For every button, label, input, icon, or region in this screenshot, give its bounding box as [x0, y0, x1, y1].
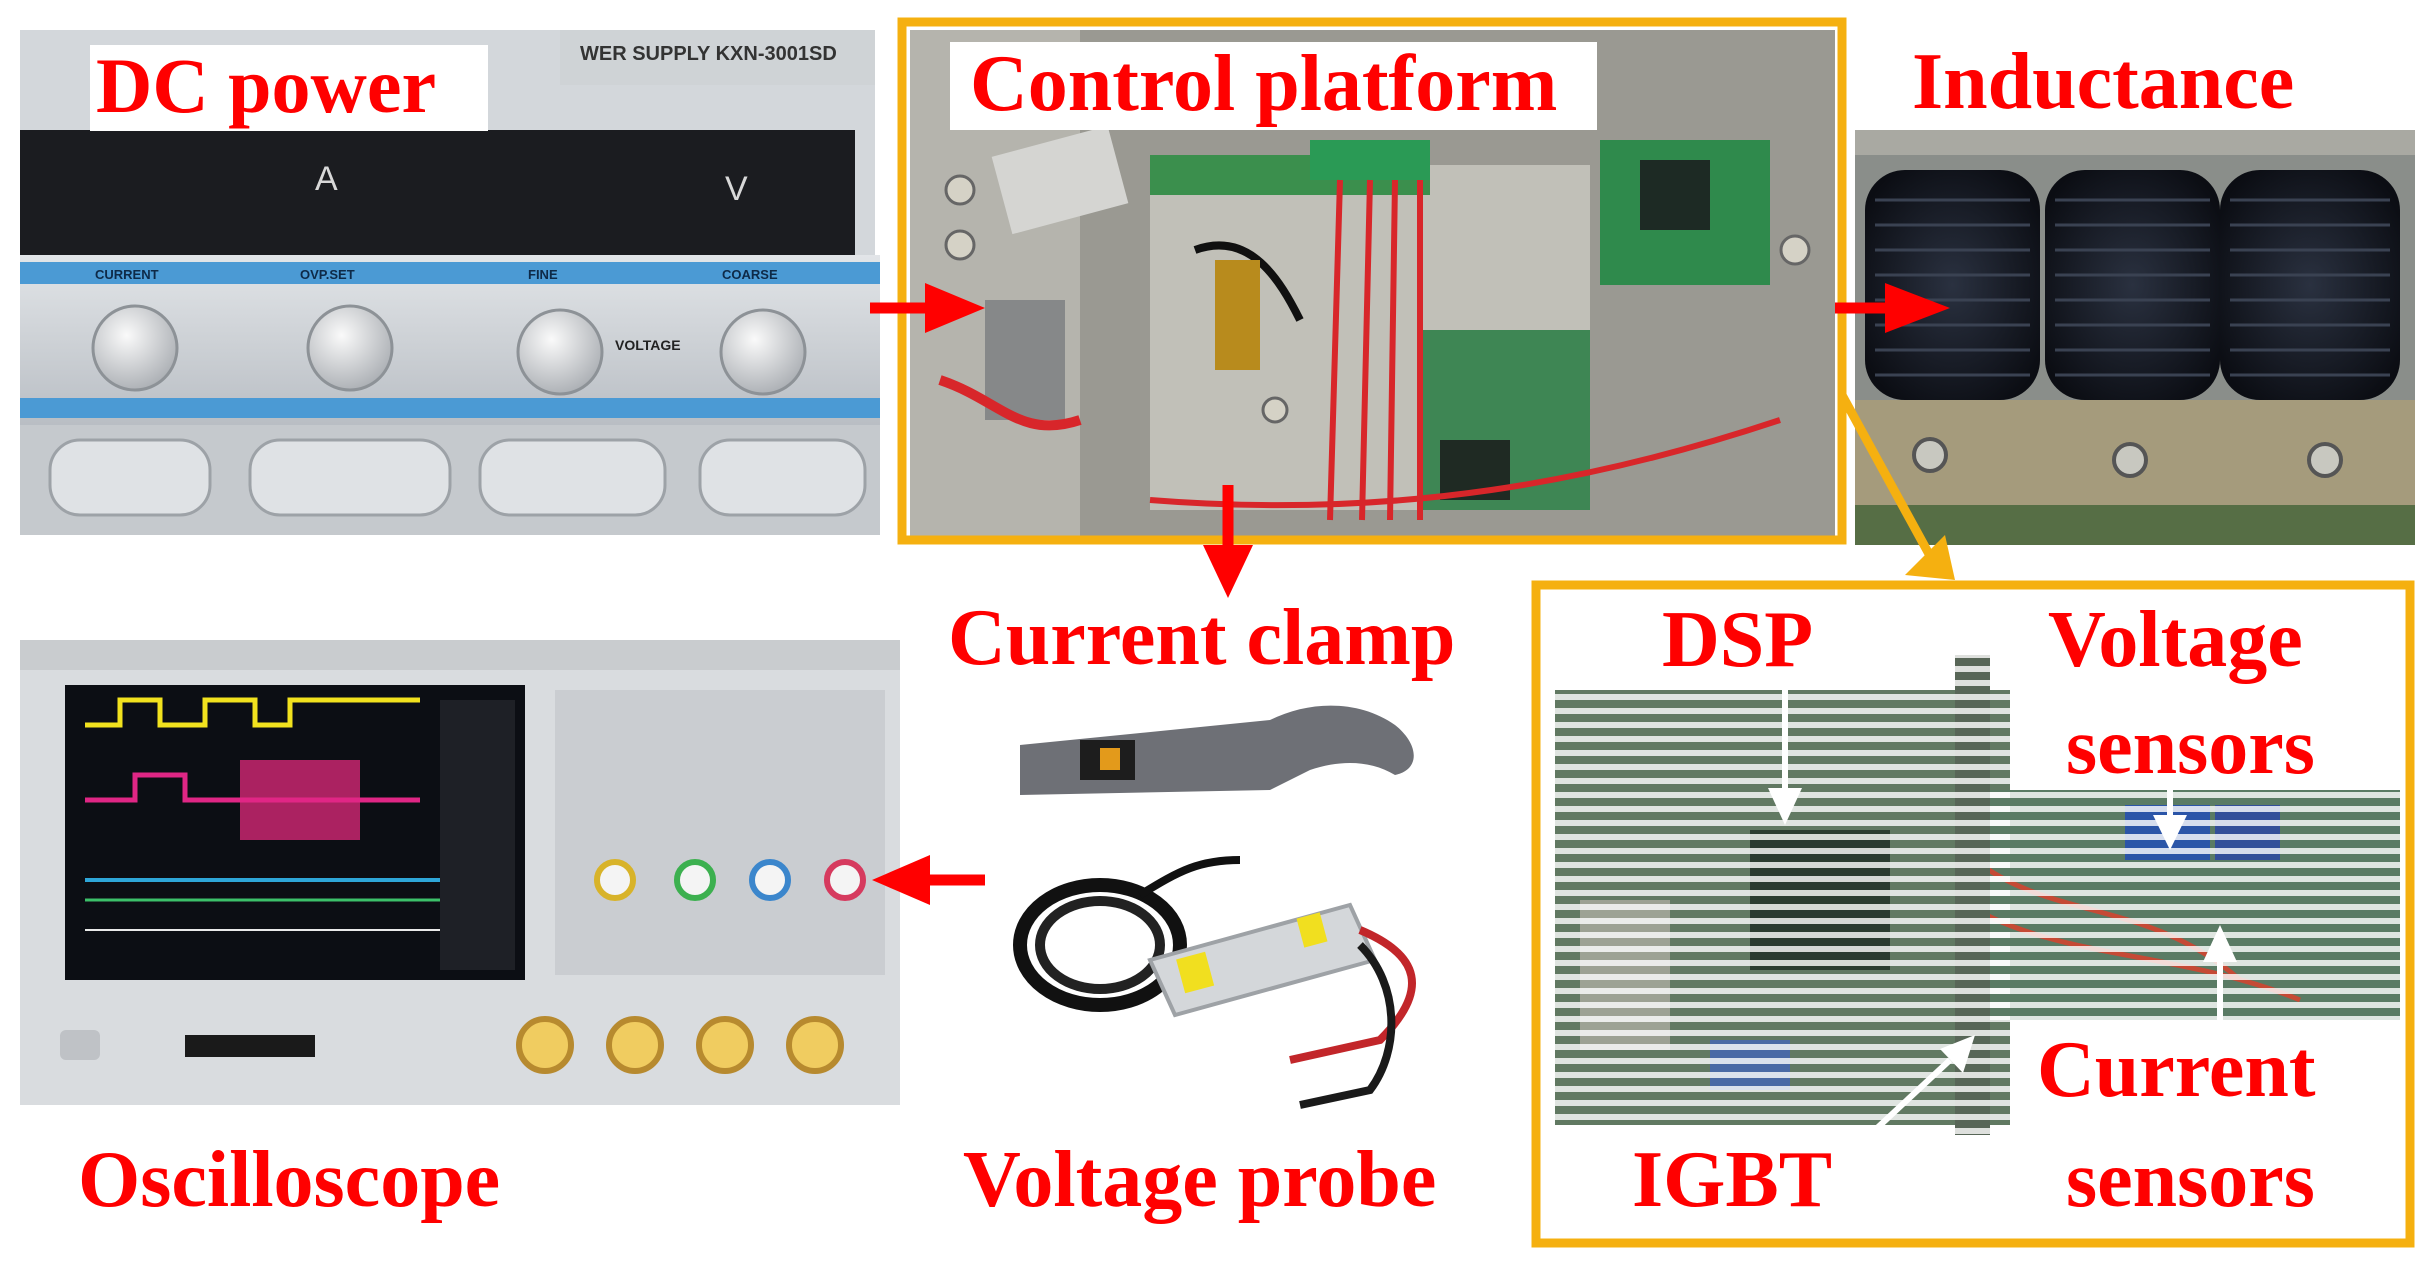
control-platform-label: Control platform	[950, 42, 1598, 130]
current-knob	[91, 304, 179, 392]
igbt-label: IGBT	[1632, 1136, 1833, 1224]
inductance-label: Inductance	[1912, 38, 2295, 126]
current-knob-label: CURRENT	[95, 267, 159, 282]
fine-knob-label: FINE	[528, 267, 558, 282]
fine-knob	[516, 308, 604, 396]
igbt-pointer-arrow	[1872, 1035, 1975, 1133]
current-clamp-label: Current clamp	[948, 594, 1456, 682]
inductance-photo	[1855, 130, 2415, 545]
voltage-sensors-label-line2: sensors	[2066, 703, 2315, 791]
oscilloscope-photo	[20, 640, 900, 1105]
coarse-knob	[719, 308, 807, 396]
arrow-platform-to-clamp	[1203, 485, 1253, 598]
voltage-knob-label: VOLTAGE	[615, 337, 681, 353]
zoom-connector-arrow	[1838, 392, 1955, 580]
oscilloscope-label: Oscilloscope	[78, 1136, 501, 1224]
coarse-knob-label: COARSE	[722, 267, 778, 282]
current-sensors-label-line2: sensors	[2066, 1136, 2315, 1224]
arrow-power-to-platform	[870, 283, 985, 333]
control-platform-frame	[897, 17, 1847, 545]
ammeter-unit-text: A	[315, 160, 338, 198]
dsp-label: DSP	[1662, 596, 1814, 684]
pcb-closeup-photo	[1555, 655, 2400, 1135]
pcb-closeup-frame	[1531, 580, 2415, 1248]
arrow-platform-to-inductance	[1835, 283, 1950, 333]
current-sensors-label-line1: Current	[2037, 1026, 2316, 1114]
voltage-sensors-pointer-arrow	[2153, 770, 2187, 850]
dc-power-label: DC power	[90, 45, 489, 131]
ovp-knob-label: OVP.SET	[300, 267, 355, 282]
dsp-pointer-arrow	[1768, 688, 1802, 825]
voltage-probe-label: Voltage probe	[963, 1136, 1437, 1224]
voltage-sensors-label-line1: Voltage	[2048, 596, 2303, 684]
arrow-probes-to-oscilloscope	[872, 855, 985, 905]
ovp-knob	[306, 304, 394, 392]
power-supply-model-text: WER SUPPLY KXN-3001SD	[580, 43, 837, 65]
voltage-probe-photo	[1013, 856, 1416, 1109]
current-sensors-pointer-arrow	[2203, 925, 2237, 1025]
voltmeter-unit-text: V	[725, 170, 748, 208]
current-clamp-photo	[1020, 705, 1414, 795]
